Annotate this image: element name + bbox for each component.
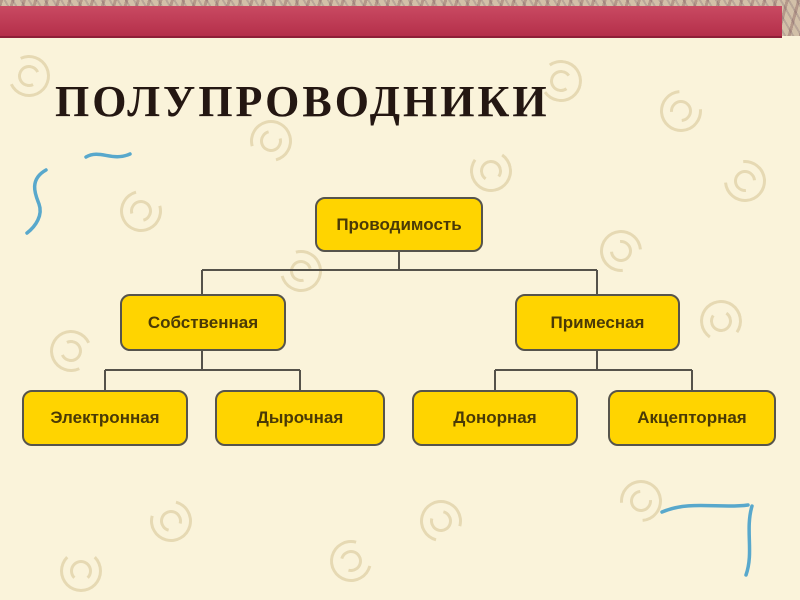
node-hole: Дырочная	[215, 390, 385, 446]
slide-title: ПОЛУПРОВОДНИКИ	[55, 77, 550, 126]
node-acceptor: Акцепторная	[608, 390, 776, 446]
node-intrinsic: Собственная	[120, 294, 286, 351]
swirl-decoration	[322, 532, 380, 590]
blue-bottom-horizontal	[660, 503, 750, 514]
swirl-decoration	[142, 492, 200, 550]
swirl-decoration	[60, 550, 102, 592]
blue-bottom-vertical	[744, 504, 754, 577]
swirl-decoration	[696, 296, 746, 346]
connector-impurity	[494, 351, 693, 390]
swirl-decoration	[2, 49, 56, 103]
swirl-decoration	[466, 146, 516, 196]
swirl-decoration	[112, 182, 170, 240]
connector-root	[201, 252, 598, 294]
node-electronic: Электронная	[22, 390, 188, 446]
swirl-decoration	[44, 324, 98, 378]
swirl-decoration	[715, 151, 775, 211]
top-red-bar	[0, 6, 782, 38]
node-impurity: Примесная	[515, 294, 680, 351]
node-donor: Донорная	[412, 390, 578, 446]
swirl-decoration	[611, 471, 671, 531]
node-conductivity: Проводимость	[315, 197, 483, 252]
connector-intrinsic	[104, 351, 301, 390]
blue-left-brace	[25, 168, 48, 235]
swirl-decoration	[651, 81, 711, 141]
swirl-decoration	[412, 492, 470, 550]
swirl-decoration	[591, 221, 651, 281]
blue-tick-under-title	[84, 152, 132, 159]
